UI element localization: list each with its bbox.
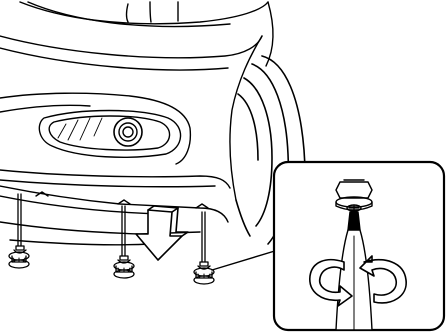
bolt-2 [114, 206, 134, 278]
detail-inset [274, 162, 444, 330]
fog-lamp-icon [39, 111, 180, 158]
bolt-1 [9, 194, 29, 268]
car-body-icon [0, 2, 273, 245]
callout-leader [212, 250, 278, 270]
bolt-3 [194, 212, 214, 284]
